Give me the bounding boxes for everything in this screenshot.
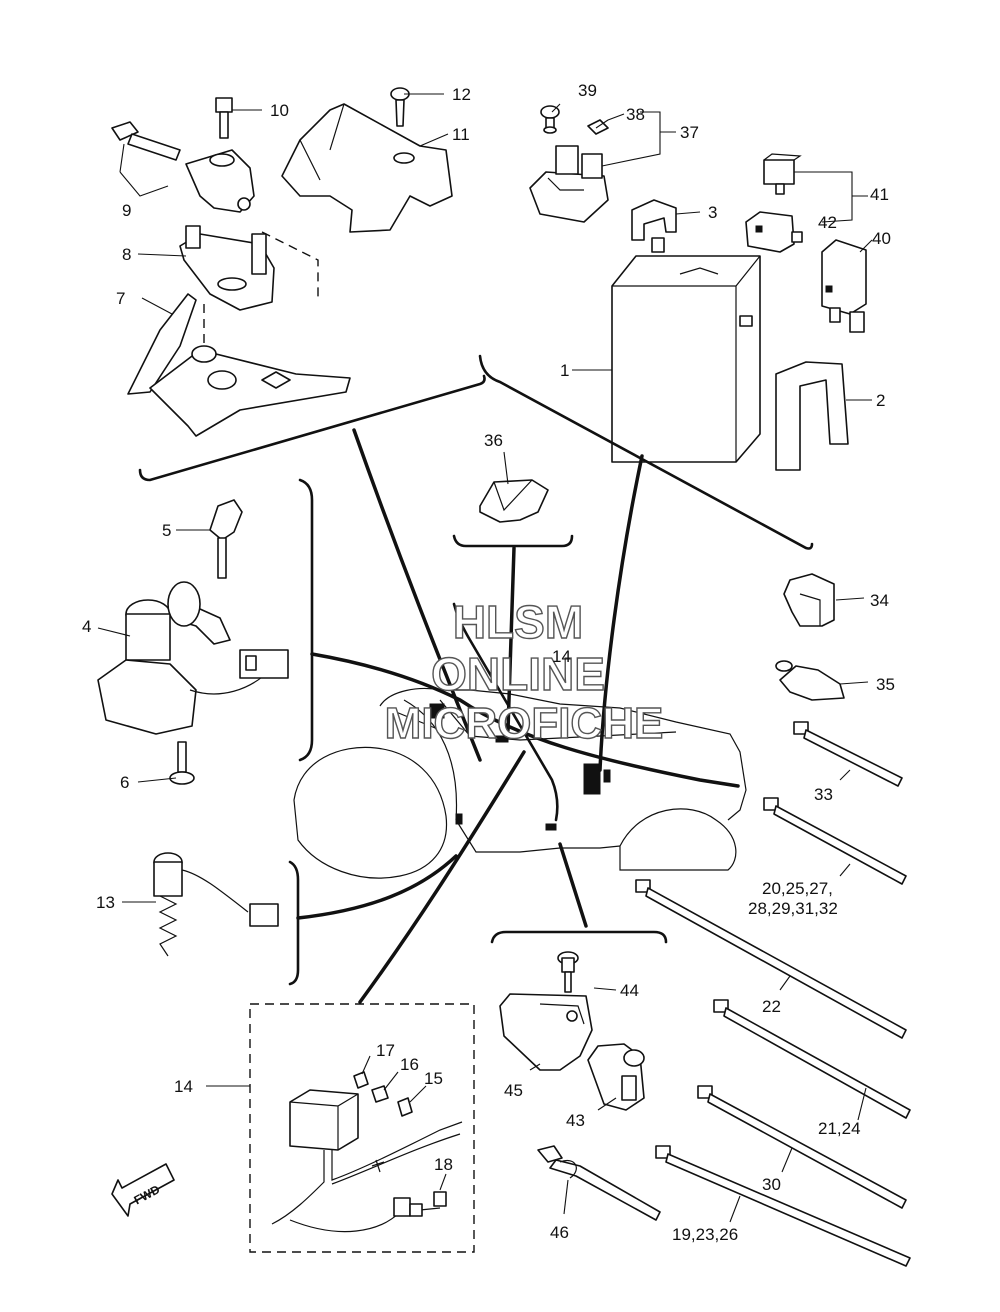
callout-11: 11 xyxy=(452,125,470,144)
callout-14-harness: 14 xyxy=(552,647,571,666)
callout-38: 38 xyxy=(626,105,645,124)
screw-12 xyxy=(390,87,410,127)
callout-8: 8 xyxy=(122,245,131,264)
screw-6 xyxy=(169,741,195,785)
fuse-15 xyxy=(397,1097,413,1117)
callout-43: 43 xyxy=(566,1111,585,1130)
battery-1 xyxy=(611,237,761,463)
callout-35: 35 xyxy=(876,675,895,694)
bracket-8 xyxy=(179,225,275,311)
callout-12: 12 xyxy=(452,85,471,104)
callout-41: 41 xyxy=(870,185,889,204)
callout-19: 19,23,26 xyxy=(672,1225,738,1244)
callout-45: 45 xyxy=(504,1081,523,1100)
starter-relay-37 xyxy=(529,145,609,223)
terminal-cover-3 xyxy=(631,199,677,241)
callout-20-line1: 20,25,27, xyxy=(762,879,833,898)
callout-13: 13 xyxy=(96,893,115,912)
clamp-35 xyxy=(775,660,845,701)
cable-tie-30 xyxy=(697,1085,907,1209)
watermark: HLSM ONLINE MICROFICHE xyxy=(384,595,664,748)
battery-band-2 xyxy=(775,361,849,471)
callout-40: 40 xyxy=(872,229,891,248)
callouts: 1 2 3 4 5 6 7 8 9 10 11 12 13 14 14 15 1… xyxy=(82,81,895,1244)
watermark-line-1: HLSM xyxy=(453,596,583,648)
cable-tie-33 xyxy=(793,721,903,787)
cable-tie-46 xyxy=(537,1145,661,1221)
callout-16: 16 xyxy=(400,1055,419,1074)
callout-44: 44 xyxy=(620,981,639,1000)
panel-7 xyxy=(127,293,351,437)
bolt-44 xyxy=(557,951,579,993)
sensor-cover-45 xyxy=(499,993,593,1071)
harness-lines xyxy=(296,428,740,1004)
clamp-34 xyxy=(783,573,835,627)
callout-4: 4 xyxy=(82,617,91,636)
key-5 xyxy=(209,499,243,579)
watermark-line-3: MICROFICHE xyxy=(385,699,664,748)
cover-11 xyxy=(281,103,453,233)
callout-17: 17 xyxy=(376,1041,395,1060)
callout-7: 7 xyxy=(116,289,125,308)
fwd-arrow-icon: FWD xyxy=(111,1163,175,1217)
group-brackets xyxy=(138,354,814,986)
bolt-39 xyxy=(540,105,560,134)
harness-wires xyxy=(271,1121,463,1233)
harness-detail-frame xyxy=(249,1003,475,1253)
main-switch-body-9 xyxy=(185,149,255,213)
cable-tie-22 xyxy=(635,879,907,1039)
watermark-line-2: ONLINE xyxy=(431,648,605,700)
callout-5: 5 xyxy=(162,521,171,540)
callout-1: 1 xyxy=(560,361,569,380)
callout-6: 6 xyxy=(120,773,129,792)
main-switch-4 xyxy=(97,581,289,735)
callout-20-line2: 28,29,31,32 xyxy=(748,899,838,918)
callout-14-detail: 14 xyxy=(174,1077,193,1096)
callout-33: 33 xyxy=(814,785,833,804)
cable-tie-21 xyxy=(713,999,911,1119)
switch-13 xyxy=(153,852,279,957)
callout-3: 3 xyxy=(708,203,717,222)
callout-9: 9 xyxy=(122,201,131,220)
sensor-43 xyxy=(587,1043,645,1111)
callout-34: 34 xyxy=(870,591,889,610)
leader-lines xyxy=(97,93,873,1223)
callout-15: 15 xyxy=(424,1069,443,1088)
cable-tie-19 xyxy=(655,1145,911,1267)
ecu-box xyxy=(289,1089,359,1151)
callout-30: 30 xyxy=(762,1175,781,1194)
callout-37: 37 xyxy=(680,123,699,142)
relay-base-42 xyxy=(745,211,803,253)
callout-2: 2 xyxy=(876,391,885,410)
clip-36 xyxy=(479,479,549,523)
callout-18: 18 xyxy=(434,1155,453,1174)
callout-36: 36 xyxy=(484,431,503,450)
fuse-17 xyxy=(353,1071,369,1089)
relay-41 xyxy=(763,153,802,195)
callout-22: 22 xyxy=(762,997,781,1016)
key-blank-9 xyxy=(111,121,181,161)
callout-42: 42 xyxy=(818,213,837,232)
callout-21: 21,24 xyxy=(818,1119,861,1138)
bolt-10 xyxy=(215,97,233,139)
relay-40 xyxy=(821,239,867,333)
callout-46: 46 xyxy=(550,1223,569,1242)
cable-tie-20 xyxy=(763,797,907,885)
callout-39: 39 xyxy=(578,81,597,100)
callout-10: 10 xyxy=(270,101,289,120)
